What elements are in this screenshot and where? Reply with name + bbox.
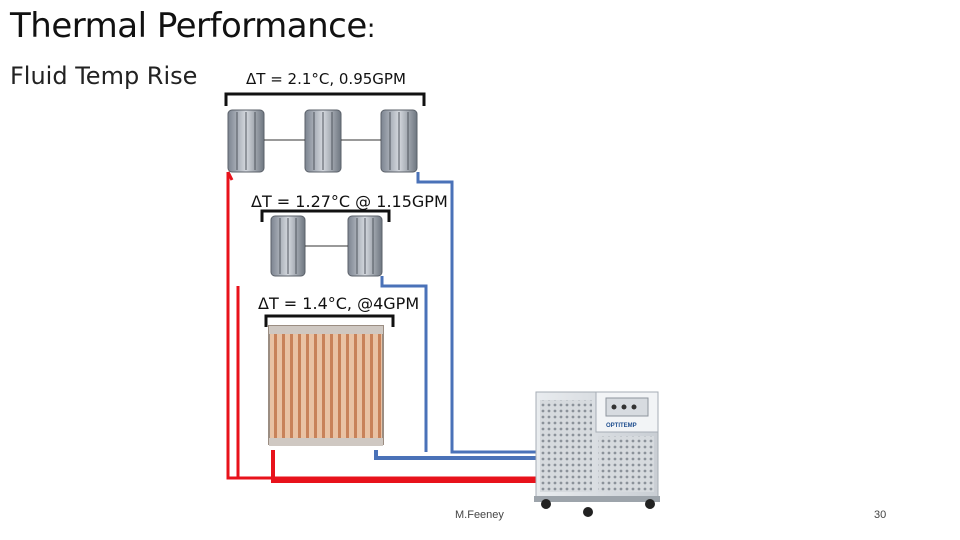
footer-author: M.Feeney <box>455 509 504 521</box>
cold-plate-middle-2 <box>347 215 383 277</box>
delta-t-label-top: ΔT = 2.1°C, 0.95GPM <box>246 70 406 88</box>
title-text: Thermal Performance <box>10 6 367 46</box>
slide-title: Thermal Performance: <box>10 6 376 46</box>
delta-t-label-middle: ΔT = 1.27°C @ 1.15GPM <box>251 192 448 211</box>
return-lines <box>374 172 540 460</box>
chiller-unit <box>534 391 660 517</box>
cold-plate-middle-1 <box>270 215 306 277</box>
top-manifold-bracket <box>224 92 426 106</box>
cold-plate-top-2 <box>304 109 342 173</box>
cold-plate-top-3 <box>380 109 418 173</box>
chiller-brand-label: OPTITEMP <box>606 423 637 429</box>
middle-manifold-bracket <box>260 209 391 222</box>
copper-heat-exchanger <box>268 325 384 446</box>
page-number: 30 <box>874 509 887 521</box>
slide-subtitle: Fluid Temp Rise <box>10 62 198 90</box>
title-colon: : <box>366 14 376 44</box>
cold-plate-top-1 <box>227 109 265 173</box>
supply-lines <box>226 171 540 483</box>
delta-t-label-bottom: ΔT = 1.4°C, @4GPM <box>258 294 420 313</box>
connector-lines <box>264 139 381 247</box>
bottom-manifold-bracket <box>264 314 395 327</box>
